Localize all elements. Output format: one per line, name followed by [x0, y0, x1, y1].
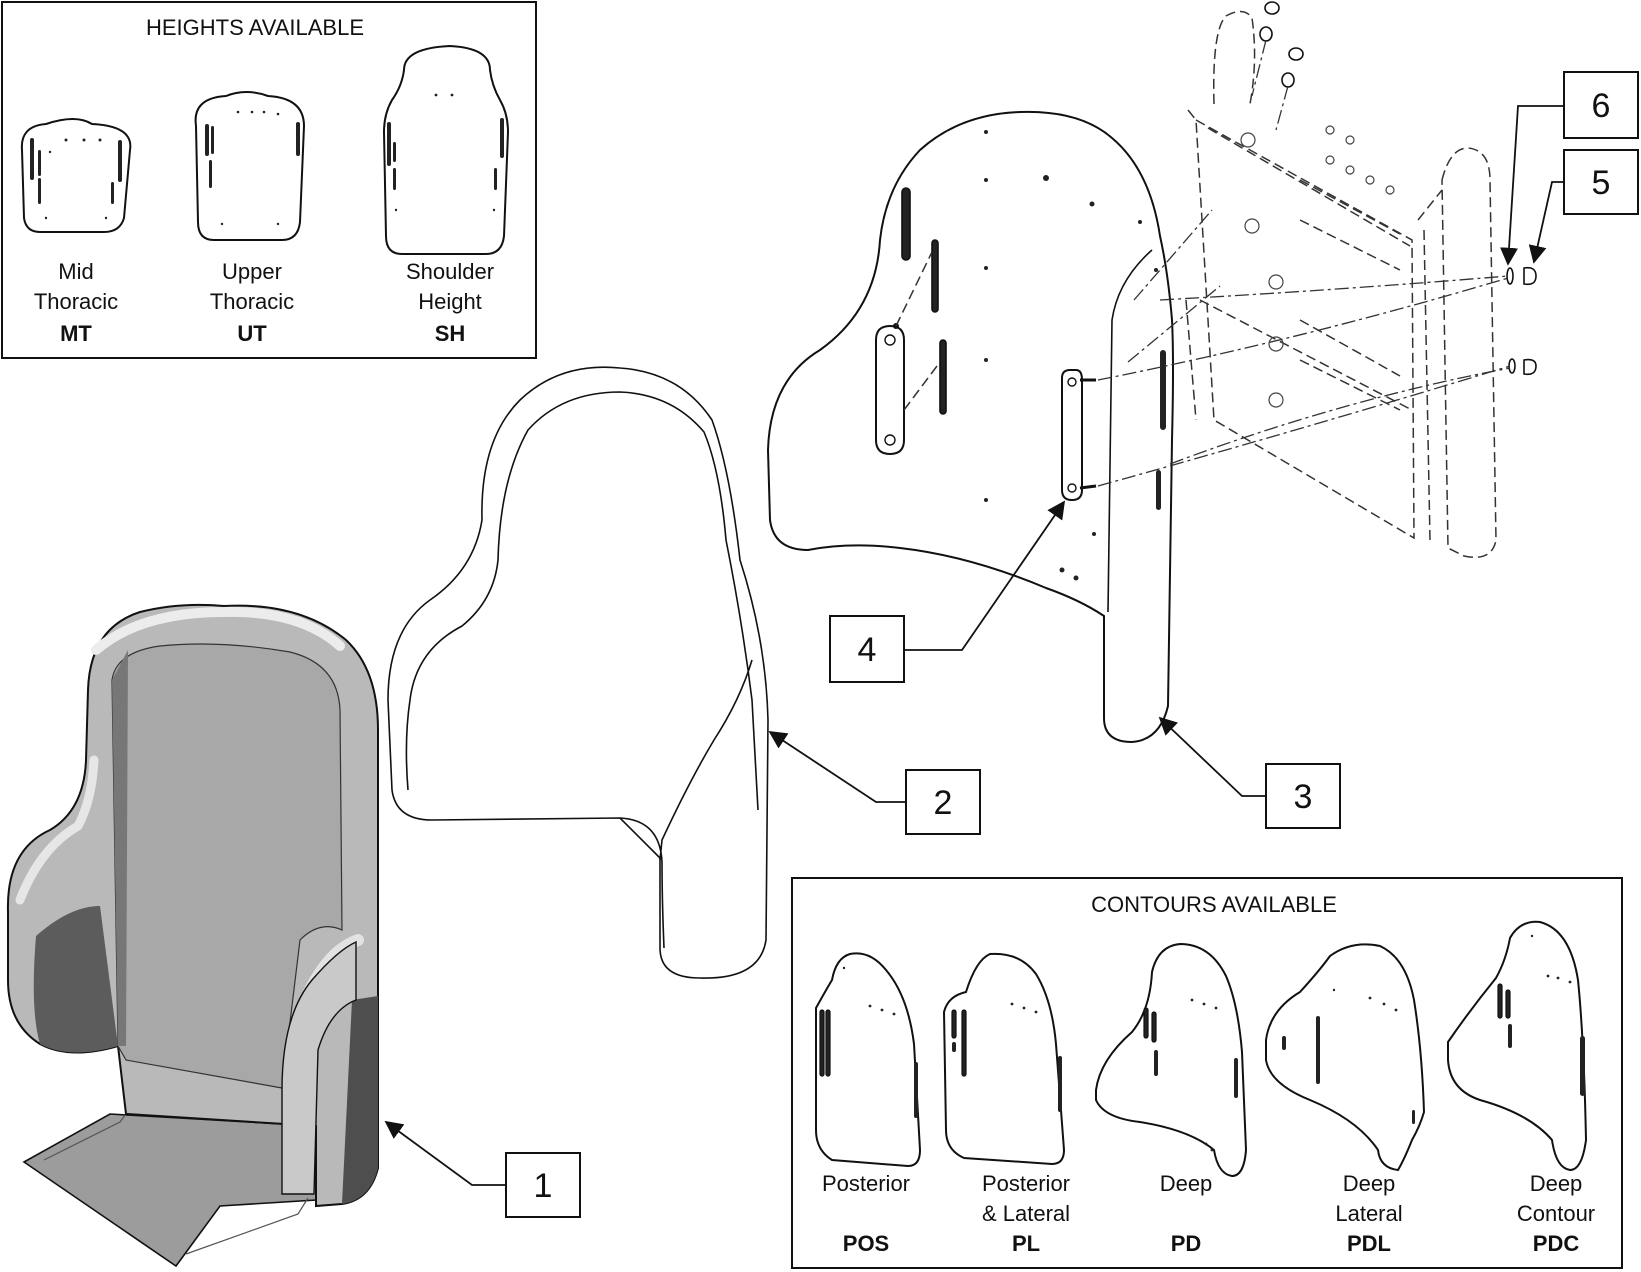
height-label-ut: Upper Thoracic UT	[210, 259, 294, 346]
svg-text:MT: MT	[60, 321, 92, 346]
contour-label-pos: Posterior POS	[822, 1171, 910, 1256]
svg-text:Posterior: Posterior	[822, 1171, 910, 1196]
svg-text:POS: POS	[843, 1231, 889, 1256]
svg-text:PDC: PDC	[1533, 1231, 1580, 1256]
contour-label-pdl: Deep Lateral PDL	[1335, 1171, 1402, 1256]
svg-text:Shoulder: Shoulder	[406, 259, 494, 284]
svg-text:PL: PL	[1012, 1231, 1040, 1256]
svg-text:Thoracic: Thoracic	[210, 289, 294, 314]
svg-text:Deep: Deep	[1530, 1171, 1583, 1196]
svg-text:1: 1	[534, 1167, 553, 1205]
svg-text:SH: SH	[435, 321, 466, 346]
contour-pos-backshell	[815, 952, 922, 1168]
callout-5: 5	[1528, 149, 1639, 264]
heights-panel-title: HEIGHTS AVAILABLE	[146, 15, 364, 40]
svg-text:6: 6	[1592, 87, 1611, 125]
svg-text:PDL: PDL	[1347, 1231, 1391, 1256]
svg-text:Height: Height	[418, 289, 482, 314]
svg-text:UT: UT	[237, 321, 267, 346]
callout-4: 4	[829, 500, 1066, 683]
part-3-back-shell	[766, 110, 1174, 744]
svg-text:5: 5	[1592, 164, 1611, 202]
svg-text:PD: PD	[1171, 1231, 1202, 1256]
hardware-washers-screws	[1097, 266, 1537, 487]
height-ut-backshell	[194, 91, 306, 241]
svg-text:Contour: Contour	[1517, 1201, 1595, 1226]
contour-pdl-backshell	[1265, 943, 1426, 1172]
svg-text:4: 4	[858, 631, 877, 669]
heights-panel: HEIGHTS AVAILABLE	[1, 1, 537, 359]
svg-text:2: 2	[934, 784, 953, 822]
svg-text:Mid: Mid	[58, 259, 93, 284]
back-frame-phantom	[1127, 1, 1497, 558]
height-mt-backshell	[20, 118, 132, 233]
svg-text:Lateral: Lateral	[1335, 1201, 1402, 1226]
svg-text:3: 3	[1294, 778, 1313, 816]
svg-text:Deep: Deep	[1343, 1171, 1396, 1196]
height-sh-backshell	[382, 44, 510, 255]
contour-pdc-backshell	[1447, 920, 1588, 1172]
contour-pl-backshell	[942, 952, 1066, 1166]
height-label-sh: Shoulder Height SH	[406, 259, 494, 346]
callout-3: 3	[1158, 716, 1341, 829]
svg-text:Deep: Deep	[1160, 1171, 1213, 1196]
contours-panel: CONTOURS AVAILABLE	[791, 877, 1623, 1269]
height-label-mt: Mid Thoracic MT	[34, 259, 118, 346]
callout-2: 2	[768, 731, 981, 835]
part-2-foam-pad	[387, 366, 769, 979]
svg-text:Upper: Upper	[222, 259, 282, 284]
contour-label-pl: Posterior & Lateral PL	[982, 1171, 1070, 1256]
contour-label-pdc: Deep Contour PDC	[1517, 1171, 1595, 1256]
callout-6: 6	[1500, 71, 1639, 266]
part-1-back-cushion	[6, 603, 379, 1268]
svg-text:Thoracic: Thoracic	[34, 289, 118, 314]
svg-text:& Lateral: & Lateral	[982, 1201, 1070, 1226]
contour-pd-backshell	[1095, 942, 1248, 1178]
contour-label-pd: Deep PD	[1160, 1171, 1213, 1256]
callout-1: 1	[384, 1120, 581, 1218]
contours-panel-title: CONTOURS AVAILABLE	[1091, 892, 1337, 917]
svg-text:Posterior: Posterior	[982, 1171, 1070, 1196]
